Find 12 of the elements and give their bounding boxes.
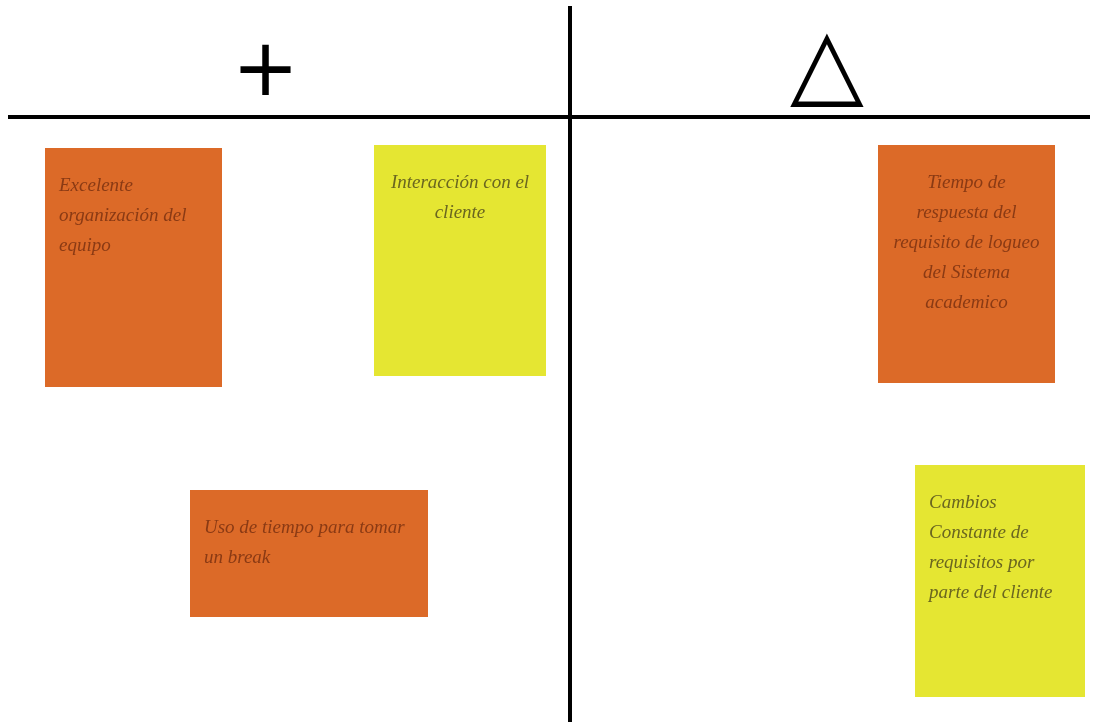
- note-text: Tiempo de respuesta del requisito de logueo del Sistema academico: [892, 170, 1041, 314]
- column-heading: +: [232, 28, 300, 108]
- note-text: Uso de tiempo para tomar un break: [204, 515, 406, 569]
- sticky-note: [190, 490, 428, 617]
- sticky-note: [374, 145, 546, 376]
- note-text: Interacción con el cliente: [389, 170, 531, 224]
- note-text: Cambios Constante de requisitos por parte del cliente: [929, 490, 1054, 604]
- column-heading: △: [790, 14, 864, 110]
- sticky-note: [878, 145, 1055, 383]
- note-text: Excelente organización del equipo: [59, 173, 188, 257]
- sticky-note: [915, 465, 1085, 697]
- sticky-note: [45, 148, 222, 387]
